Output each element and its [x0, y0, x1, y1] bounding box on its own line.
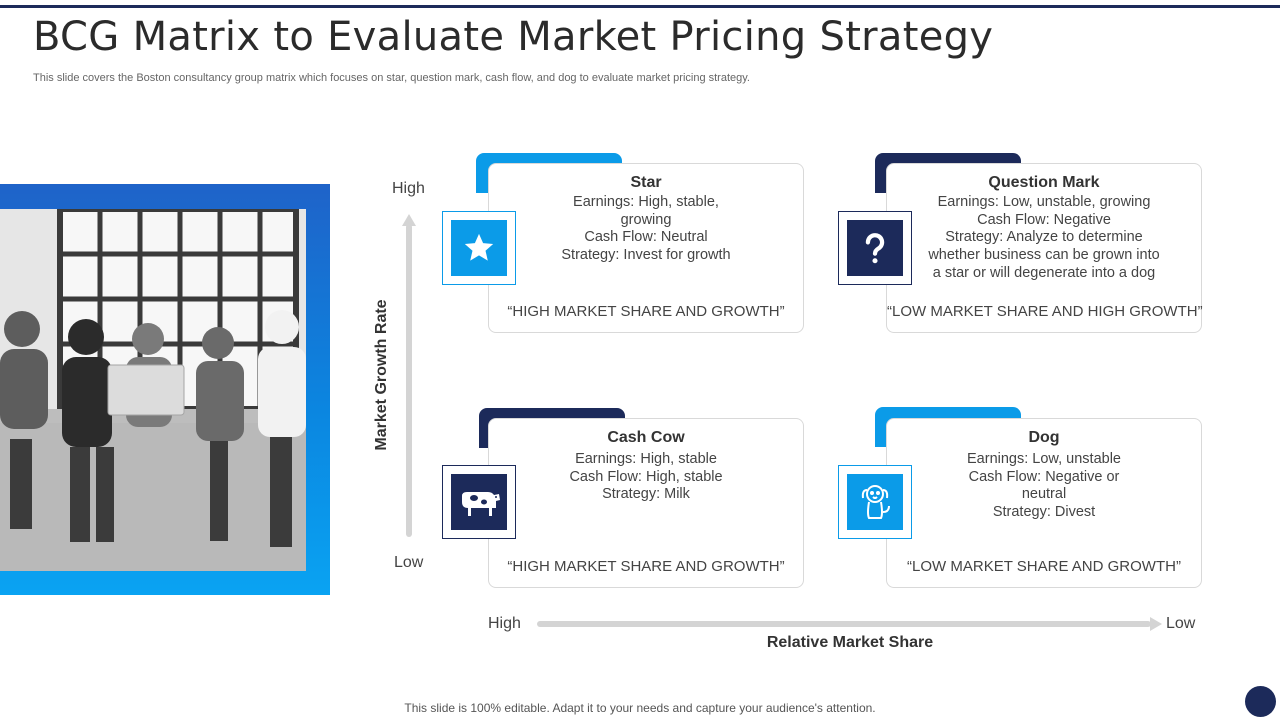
- y-axis-high-label: High: [392, 180, 425, 197]
- x-axis-title: Relative Market Share: [766, 634, 934, 651]
- star-line: Cash Flow: Neutral: [584, 229, 708, 246]
- dog-quote: “LOW MARKET SHARE AND GROWTH”: [907, 558, 1181, 575]
- question-mark-line: Cash Flow: Negative: [977, 211, 1111, 228]
- question-mark-card: Question Mark Earnings: Low, unstable, g…: [886, 163, 1203, 333]
- star-card: Star Earnings: High, stable, growing Cas…: [488, 163, 804, 333]
- dog-line: Earnings: Low, unstable: [967, 451, 1121, 467]
- x-axis-high-label: High: [488, 615, 521, 632]
- star-line: Earnings: High, stable,: [573, 194, 719, 210]
- star-line: growing: [620, 211, 672, 228]
- question-mark-quote: “LOW MARKET SHARE AND HIGH GROWTH”: [887, 303, 1203, 320]
- slide-subtitle: This slide covers the Boston consultancy…: [33, 72, 750, 84]
- cash-cow-card: Cash Cow Earnings: High, stable Cash Flo…: [488, 418, 804, 588]
- dog-details: Earnings: Low, unstable Cash Flow: Negat…: [887, 451, 1201, 522]
- slide-nav-dot[interactable]: [1245, 686, 1276, 717]
- x-axis-arrowhead: [1150, 617, 1162, 631]
- cash-cow-line: Strategy: Milk: [602, 486, 690, 503]
- top-rule: [0, 5, 1280, 8]
- star-quote: “HIGH MARKET SHARE AND GROWTH”: [507, 303, 785, 320]
- y-axis-arrowhead: [402, 214, 416, 226]
- question-mark-title: Question Mark: [988, 174, 1100, 191]
- question-mark-line: Earnings: Low, unstable, growing: [937, 194, 1151, 210]
- y-axis-low-label: Low: [394, 554, 424, 571]
- dog-line: Cash Flow: Negative or: [968, 468, 1120, 485]
- question-mark-details: Earnings: Low, unstable, growing Cash Fl…: [887, 194, 1201, 283]
- question-mark-line: whether business can be grown into: [928, 247, 1160, 264]
- slide-title: BCG Matrix to Evaluate Market Pricing St…: [33, 14, 994, 60]
- star-icon: [451, 220, 507, 276]
- question-mark-icon: [847, 220, 903, 276]
- footer-note: This slide is 100% editable. Adapt it to…: [404, 701, 876, 715]
- question-mark-line: a star or will degenerate into a dog: [932, 264, 1156, 281]
- cash-cow-icon-frame: [442, 465, 516, 539]
- dog-icon-frame: [838, 465, 912, 539]
- cash-cow-line: Cash Flow: High, stable: [569, 468, 723, 485]
- star-details: Earnings: High, stable, growing Cash Flo…: [489, 194, 803, 265]
- question-mark-icon-frame: [838, 211, 912, 285]
- dog-line: Strategy: Divest: [992, 504, 1096, 521]
- question-mark-line: Strategy: Analyze to determine: [945, 229, 1143, 246]
- y-axis-title: Market Growth Rate: [373, 299, 390, 451]
- cash-cow-details: Earnings: High, stable Cash Flow: High, …: [489, 451, 803, 504]
- x-axis-line: [537, 621, 1151, 627]
- dog-card: Dog Earnings: Low, unstable Cash Flow: N…: [886, 418, 1202, 588]
- dog-line: neutral: [1021, 486, 1067, 503]
- cash-cow-quote: “HIGH MARKET SHARE AND GROWTH”: [507, 558, 785, 575]
- cow-icon: [451, 474, 507, 530]
- x-axis-low-label: Low: [1166, 615, 1196, 632]
- cash-cow-line: Earnings: High, stable: [575, 451, 717, 467]
- dog-title: Dog: [1028, 429, 1060, 446]
- star-title: Star: [630, 174, 662, 191]
- team-meeting-photo: [0, 209, 306, 571]
- cash-cow-title: Cash Cow: [607, 429, 685, 446]
- star-line: Strategy: Invest for growth: [561, 247, 731, 264]
- y-axis-line: [406, 224, 412, 537]
- star-icon-frame: [442, 211, 516, 285]
- dog-icon: [847, 474, 903, 530]
